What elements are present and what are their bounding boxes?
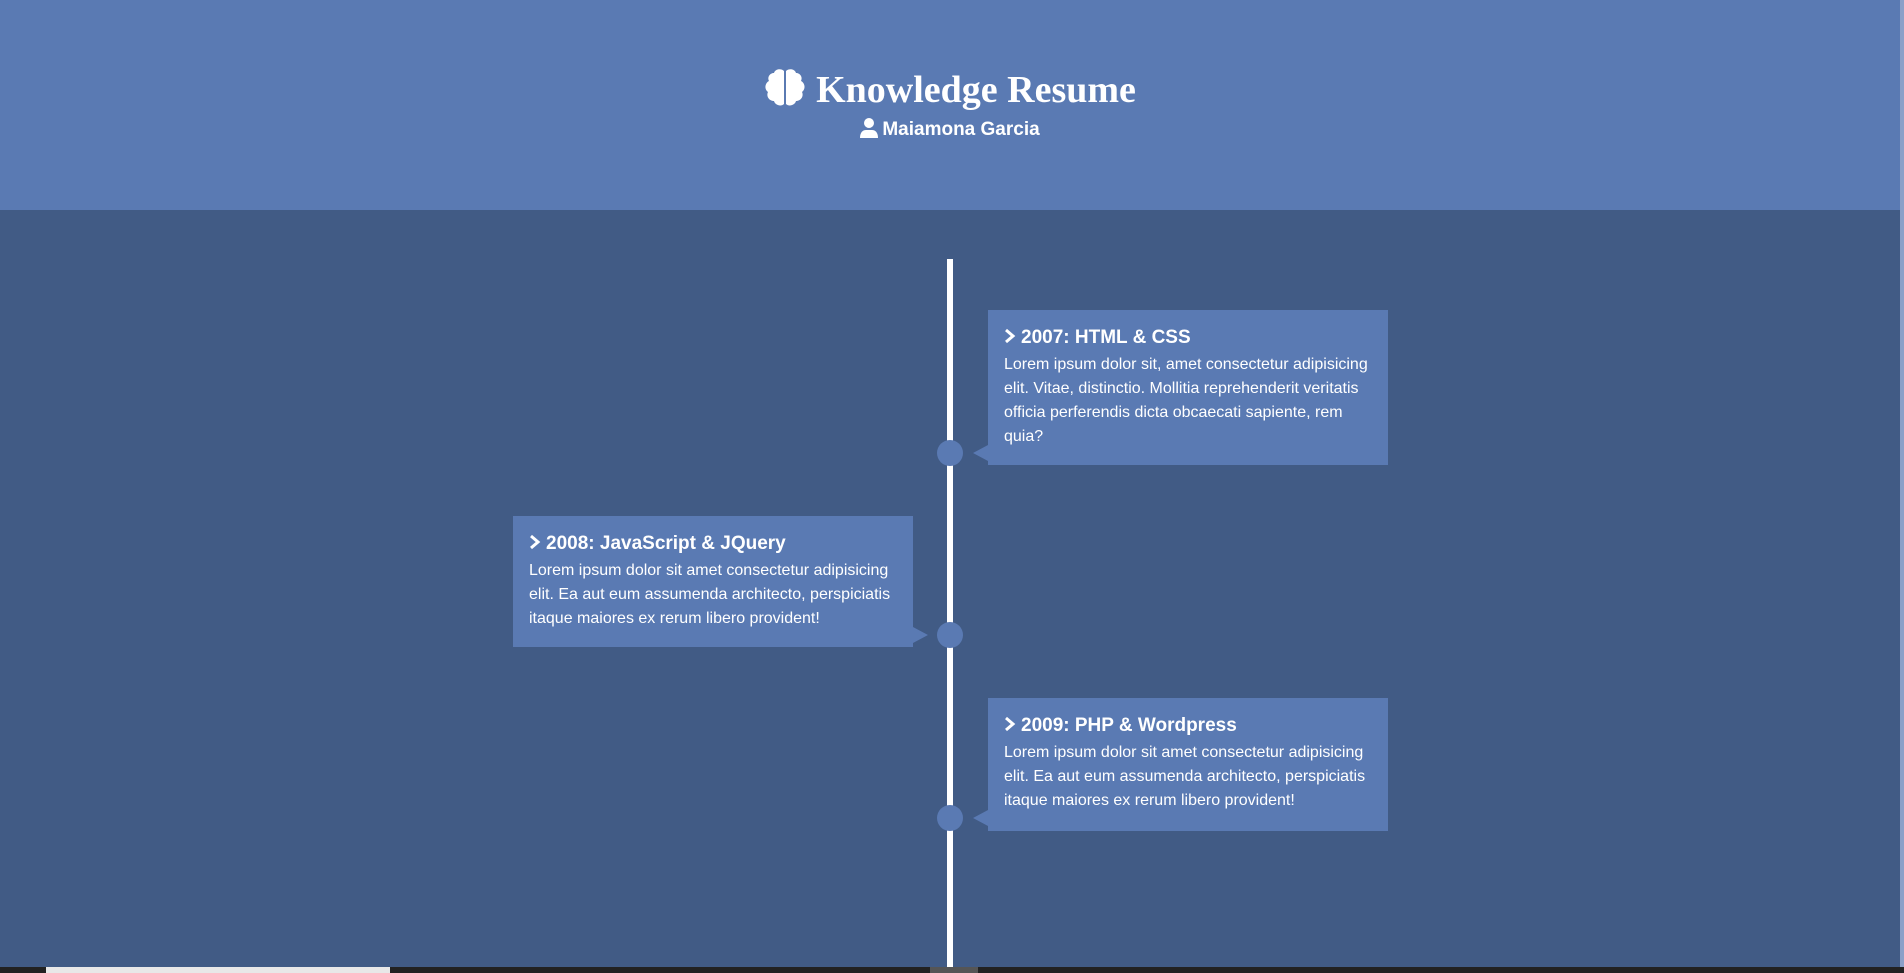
timeline-card-heading: 2007: HTML & CSS <box>1004 326 1372 350</box>
timeline-card-heading: 2009: PHP & Wordpress <box>1004 714 1372 738</box>
timeline-card: 2007: HTML & CSS Lorem ipsum dolor sit, … <box>988 310 1388 465</box>
page-header <box>0 0 1900 210</box>
brain-icon <box>765 69 805 106</box>
timeline-card: 2008: JavaScript & JQuery Lorem ipsum do… <box>513 516 913 647</box>
page-title-text: Knowledge Resume <box>816 69 1136 111</box>
author-name-text: Maiamona Garcia <box>882 119 1040 140</box>
window-edge <box>1900 0 1904 973</box>
user-icon <box>860 118 879 138</box>
timeline-dot <box>937 805 963 831</box>
timeline-card-text: Lorem ipsum dolor sit amet consectetur a… <box>1004 744 1366 809</box>
page-title: Knowledge Resume <box>0 66 1900 114</box>
card-pointer <box>913 627 928 643</box>
timeline-dot <box>937 622 963 648</box>
timeline-card-text: Lorem ipsum dolor sit, amet consectetur … <box>1004 356 1368 445</box>
timeline-card-heading-text: 2008: JavaScript & JQuery <box>546 533 786 554</box>
author-name: Maiamona Garcia <box>0 118 1900 142</box>
timeline-card-heading-text: 2009: PHP & Wordpress <box>1021 715 1237 736</box>
timeline-dot <box>937 440 963 466</box>
card-pointer <box>973 810 988 826</box>
chevron-right-icon <box>1005 328 1016 344</box>
timeline-card-heading-text: 2007: HTML & CSS <box>1021 327 1191 348</box>
chevron-right-icon <box>1005 716 1016 732</box>
taskbar-item[interactable] <box>930 967 978 973</box>
timeline-card-heading: 2008: JavaScript & JQuery <box>529 532 897 556</box>
card-pointer <box>973 445 988 461</box>
chevron-right-icon <box>530 534 541 550</box>
timeline-card: 2009: PHP & Wordpress Lorem ipsum dolor … <box>988 698 1388 831</box>
timeline-line <box>947 259 953 973</box>
scrollbar-thumb[interactable] <box>46 967 390 973</box>
timeline-card-text: Lorem ipsum dolor sit amet consectetur a… <box>529 562 891 627</box>
